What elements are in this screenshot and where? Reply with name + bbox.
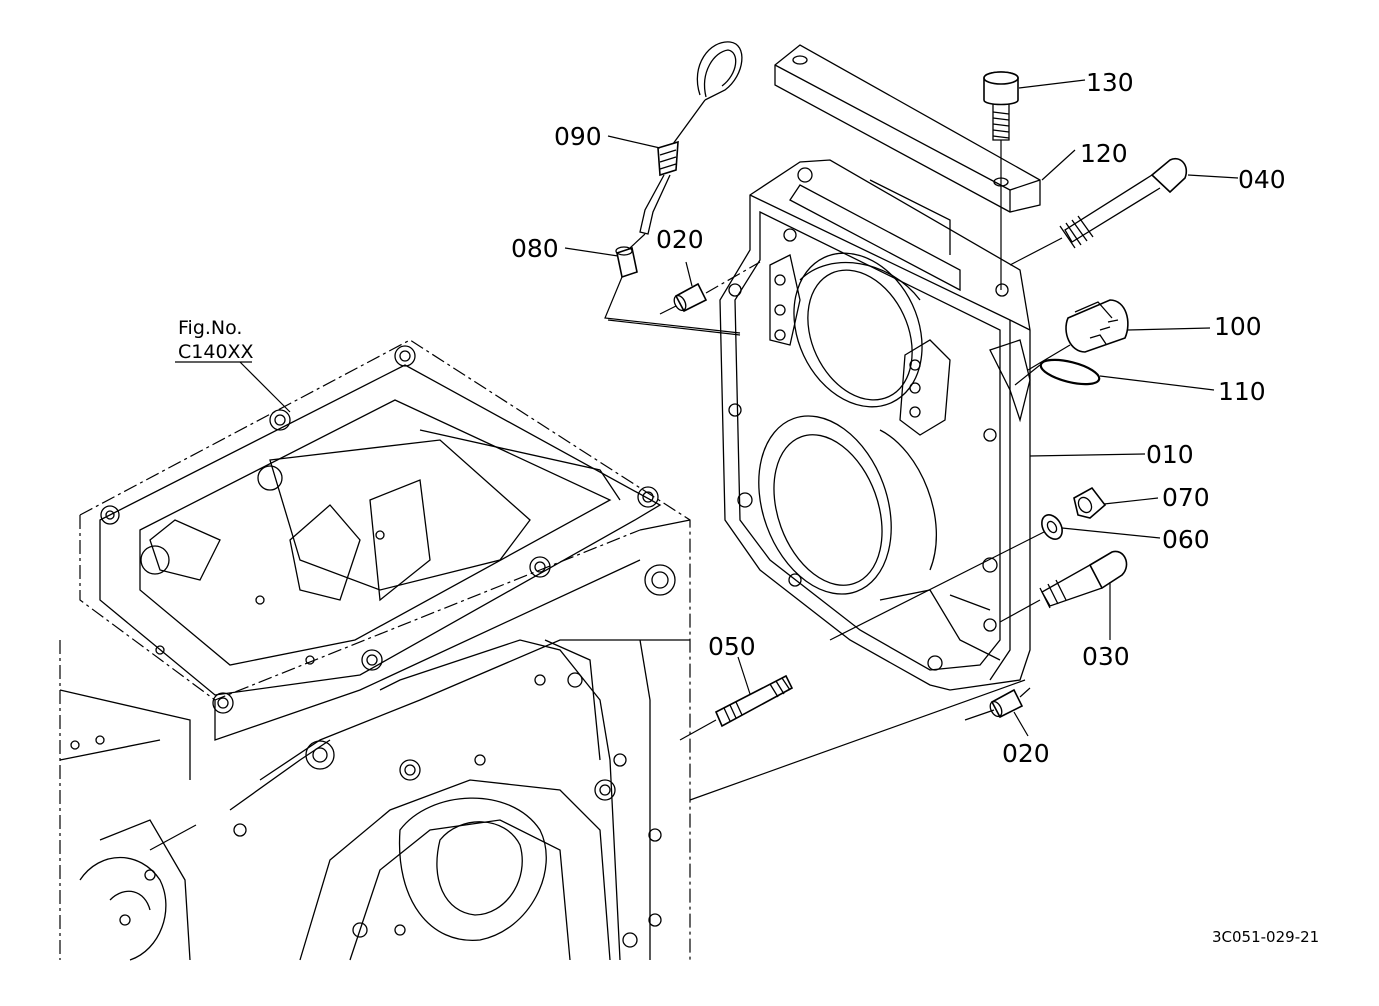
callout-060: 060 [1162, 525, 1210, 554]
fig-ref-line1: Fig.No. [178, 317, 242, 339]
breather-cap-part-100 [1027, 299, 1129, 371]
callout-030: 030 [1082, 642, 1130, 671]
dipstick-part-090 [629, 41, 743, 249]
stud-bolt-part-050 [679, 674, 794, 741]
transmission-case [59, 339, 691, 961]
callout-050: 050 [708, 632, 756, 661]
callout-120: 120 [1080, 139, 1128, 168]
nut-part-070 [1073, 486, 1107, 519]
washer-part-060 [829, 514, 1063, 641]
bolt-part-040 [1009, 158, 1188, 266]
drawing-code: 3C051-029-21 [1212, 928, 1319, 946]
figure-reference: Fig.No. C140XX [178, 317, 254, 363]
front-case-part-010 [719, 159, 1031, 691]
callout-100: 100 [1214, 312, 1262, 341]
callout-040: 040 [1238, 165, 1286, 194]
callout-020-lower: 020 [1002, 739, 1050, 768]
callout-080: 080 [511, 234, 559, 263]
callout-070: 070 [1162, 483, 1210, 512]
fig-ref-line2: C140XX [178, 341, 254, 363]
leader-lines [149, 79, 1239, 851]
callout-020-upper: 020 [656, 225, 704, 254]
sleeve-part-080 [604, 246, 741, 334]
plate-part-120 [774, 44, 1041, 213]
dowel-pin-part-020-lower [964, 687, 1031, 721]
o-ring-part-110 [1014, 358, 1101, 386]
callout-090: 090 [554, 122, 602, 151]
callout-110: 110 [1218, 377, 1266, 406]
bolt-part-130 [983, 71, 1019, 290]
callout-010: 010 [1146, 440, 1194, 469]
bolt-part-030 [999, 550, 1128, 623]
callout-labels: 130 120 040 090 080 020 100 110 010 070 … [511, 68, 1286, 768]
dowel-pin-part-020-upper [659, 261, 761, 315]
callout-130: 130 [1086, 68, 1134, 97]
